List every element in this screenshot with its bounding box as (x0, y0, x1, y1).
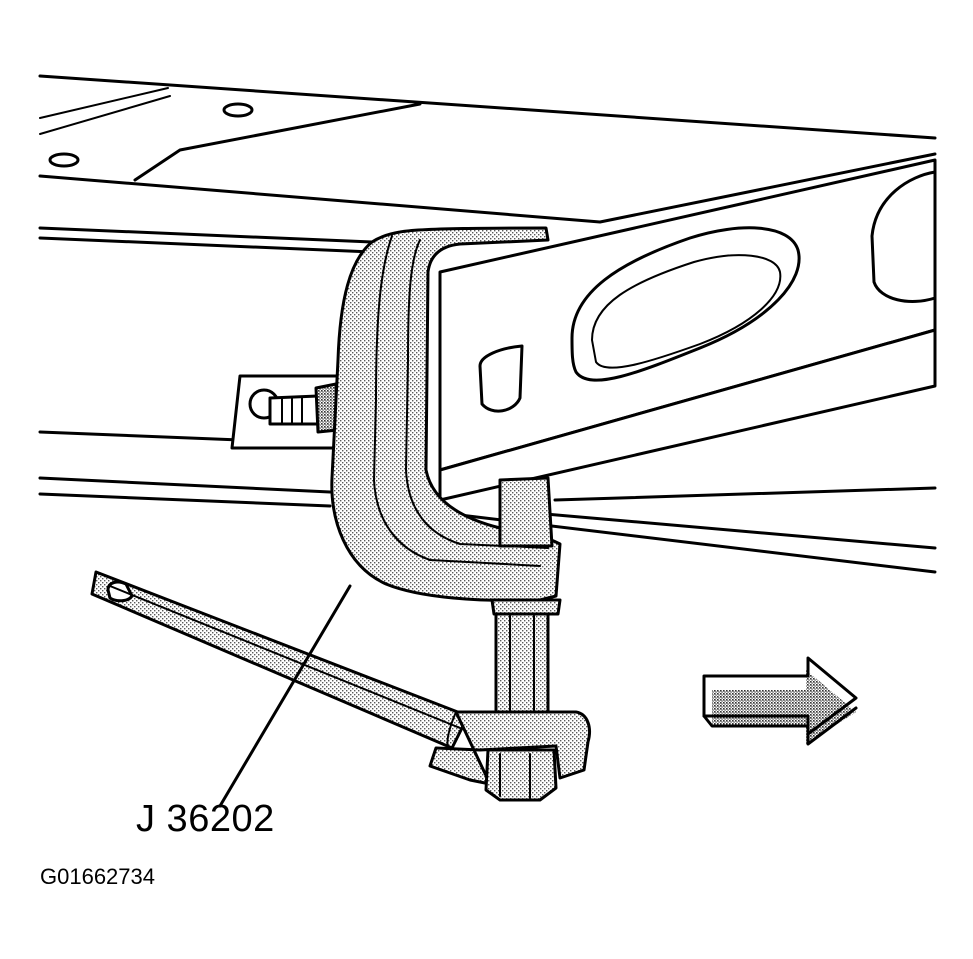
clamp-tool-j36202 (330, 226, 562, 616)
mount-bracket (230, 374, 340, 450)
tool-number-label: J 36202 (136, 798, 275, 840)
clamp-nut (428, 710, 591, 802)
crossmember-beam (438, 158, 937, 502)
label-leader-line (218, 584, 352, 808)
direction-arrow-icon (702, 656, 858, 746)
clamp-screw (494, 612, 550, 714)
frame-top-panel (38, 74, 937, 224)
clamp-handle-bar (90, 570, 470, 750)
figure-code: G01662734 (40, 864, 155, 889)
